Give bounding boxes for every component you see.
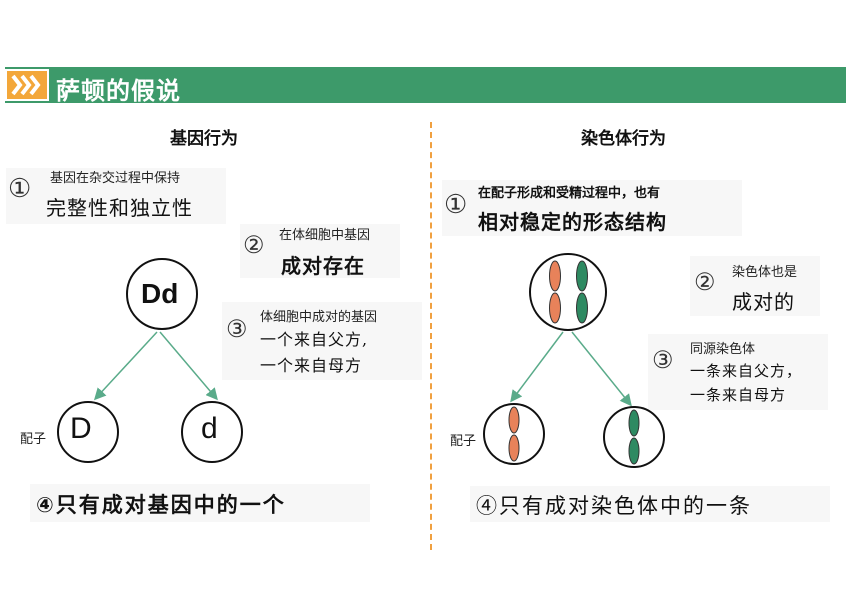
left-point3-number: ③ — [226, 315, 248, 343]
chromosome-orange-pair — [549, 260, 561, 324]
right-point4: ④只有成对染色体中的一条 — [476, 494, 752, 518]
gamete-d-circle — [181, 401, 243, 463]
gamete-green-chromosome-bottom — [628, 437, 640, 465]
left-point2-panel — [240, 224, 400, 278]
gamete-orange-chromosome-bottom — [508, 434, 520, 462]
right-point3-line2: 一条来自母方 — [690, 386, 787, 404]
left-point2-small: 在体细胞中基因 — [279, 228, 371, 243]
left-gamete-label: 配子 — [20, 432, 47, 447]
parent-cell-circle — [126, 258, 198, 330]
right-gamete-label: 配子 — [450, 434, 477, 449]
gamete-orange-chromosome-top — [508, 406, 520, 434]
right-point4-panel — [470, 486, 830, 522]
left-point1-small: 基因在杂交过程中保持 — [50, 171, 181, 186]
right-point3-small: 同源染色体 — [690, 342, 756, 357]
chevron-icon — [5, 69, 49, 101]
chromosome-green-pair — [576, 260, 588, 324]
right-point3-panel — [648, 334, 828, 410]
right-point2-big: 成对的 — [732, 290, 795, 314]
gamete-d-label: d — [201, 412, 218, 445]
gamete-green-cell — [603, 406, 665, 468]
left-point3-line1: 一个来自父方, — [260, 330, 369, 349]
arrow-right-to-orange — [510, 331, 564, 403]
left-point3-line2: 一个来自母方 — [260, 356, 363, 375]
left-heading: 基因行为 — [170, 129, 238, 149]
gamete-D-label: D — [70, 412, 92, 445]
left-point3-panel — [222, 302, 422, 380]
left-point4-panel — [30, 484, 370, 522]
right-point1-big: 相对稳定的形态结构 — [478, 210, 667, 234]
parent-chromosome-cell — [529, 253, 607, 331]
arrow-left-to-D — [93, 331, 158, 401]
page-title: 萨顿的假说 — [56, 77, 181, 105]
right-point3-number: ③ — [652, 346, 674, 374]
right-point2-number: ② — [694, 268, 716, 296]
gamete-orange-cell — [483, 403, 545, 465]
right-point3-line1: 一条来自父方， — [690, 362, 803, 380]
right-point2-small: 染色体也是 — [732, 265, 798, 280]
right-point2-panel — [690, 256, 820, 316]
right-point1-number: ① — [444, 190, 468, 220]
left-point4: ④只有成对基因中的一个 — [36, 493, 286, 517]
arrow-left-to-d — [159, 331, 218, 401]
left-point1-big: 完整性和独立性 — [46, 196, 193, 220]
left-point3-small: 体细胞中成对的基因 — [260, 310, 378, 325]
arrow-right-to-green — [571, 331, 632, 407]
left-point1-panel — [6, 168, 226, 224]
right-point1-small: 在配子形成和受精过程中，也有 — [478, 186, 661, 201]
left-point2-big: 成对存在 — [281, 254, 365, 278]
left-point1-number: ① — [8, 174, 32, 204]
column-divider — [430, 122, 432, 550]
left-point2-number: ② — [243, 231, 265, 259]
right-point1-panel — [442, 180, 742, 236]
title-bar — [5, 67, 846, 103]
parent-cell-label: Dd — [141, 278, 179, 309]
right-heading: 染色体行为 — [581, 129, 666, 149]
gamete-D-circle — [57, 401, 119, 463]
gamete-green-chromosome-top — [628, 409, 640, 437]
